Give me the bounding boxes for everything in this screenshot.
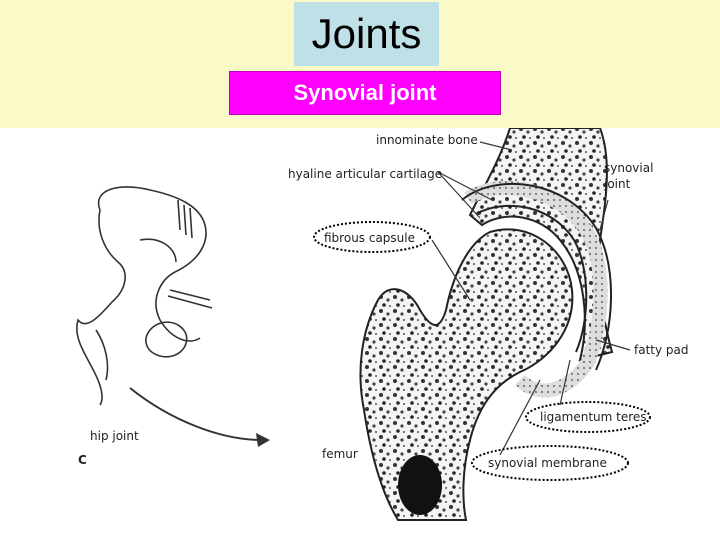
label-synovial-membrane: synovial membrane xyxy=(488,456,607,470)
slide-title: Joints xyxy=(294,2,439,66)
label-synovial-joint-1: synovial xyxy=(604,161,653,175)
label-synovial-joint-2: joint xyxy=(603,177,631,191)
hip-joint-diagram: innominate bone hyaline articular cartil… xyxy=(76,128,689,521)
leader-lines xyxy=(431,141,631,456)
pointer-arrow xyxy=(129,387,270,447)
label-femur: femur xyxy=(322,447,358,461)
femur xyxy=(359,228,574,521)
joint-capsule xyxy=(461,181,613,398)
pelvis-sketch xyxy=(76,186,213,406)
label-panel-letter: C xyxy=(78,453,87,467)
synovial-membrane-highlight xyxy=(471,445,629,481)
label-fatty-pad: fatty pad xyxy=(634,343,689,357)
label-ligamentum-teres: ligamentum teres xyxy=(540,410,647,424)
fibrous-capsule-highlight xyxy=(313,221,431,253)
slide-subtitle: Synovial joint xyxy=(229,71,501,115)
label-hyaline-cartilage: hyaline articular cartilage xyxy=(288,167,442,181)
label-innominate-bone: innominate bone xyxy=(376,133,478,147)
label-fibrous-capsule: fibrous capsule xyxy=(324,231,415,245)
ligamentum-teres-highlight xyxy=(525,401,651,433)
label-hip-joint: hip joint xyxy=(90,429,139,443)
